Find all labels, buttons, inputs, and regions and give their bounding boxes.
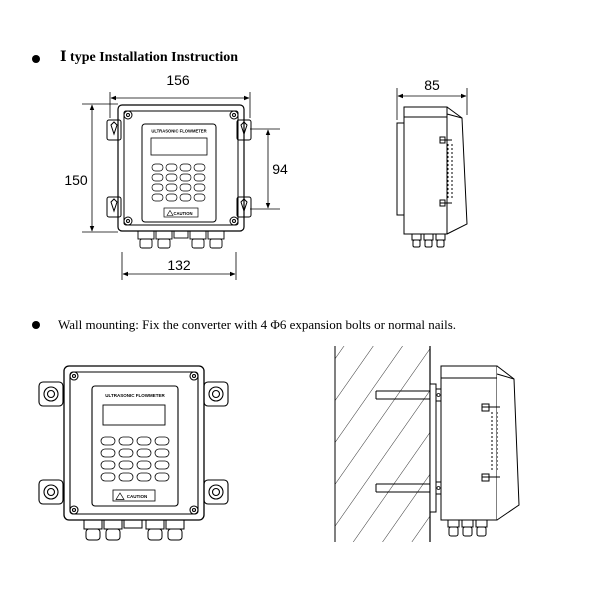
side-view-dimensions	[396, 88, 468, 120]
wall-mounting-note: Wall mounting: Fix the converter with 4 …	[58, 317, 457, 332]
wall-mount-front-drawing	[38, 365, 229, 541]
wall-mount-side-drawing	[334, 346, 520, 542]
bullet-wall-mounting	[32, 321, 40, 329]
front-panel-label: ULTRASONIC FLOWMETER	[151, 129, 206, 134]
wall-front-panel-label: ULTRASONIC FLOWMETER	[105, 393, 165, 398]
front-view-drawing	[106, 104, 252, 249]
bullet-installation	[32, 55, 40, 63]
installation-heading: Ⅰ type Installation Instruction	[60, 50, 239, 65]
dimension-window-height: 94	[272, 161, 288, 177]
side-view-drawing	[396, 106, 468, 248]
dimension-front-height: 150	[64, 172, 88, 188]
dimension-bottom-width: 132	[167, 257, 191, 273]
dimension-side-depth: 85	[424, 77, 440, 93]
front-caution-label: CAUTION	[173, 211, 192, 216]
wall-front-caution-label: CAUTION	[127, 494, 148, 499]
dimension-front-width: 156	[166, 72, 190, 88]
front-view-dimensions	[82, 92, 280, 280]
